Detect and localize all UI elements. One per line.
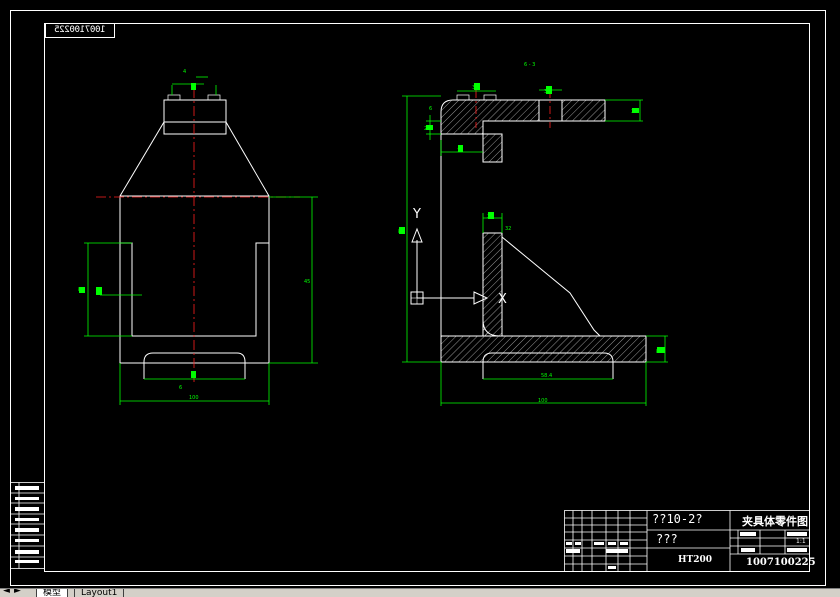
dim-text: 6 - 3 xyxy=(524,62,535,68)
title-block-label xyxy=(620,542,628,545)
front-view-dimensions xyxy=(84,76,318,405)
title-block-label xyxy=(566,542,572,545)
title-block xyxy=(564,510,810,572)
title-block-label xyxy=(787,532,807,536)
drawing-number: 1007100225 xyxy=(746,557,816,568)
side-view xyxy=(440,94,647,379)
revision-label xyxy=(15,550,39,554)
title-block-label xyxy=(606,549,628,553)
revision-label xyxy=(15,539,39,542)
dim-marker xyxy=(399,227,405,234)
dim-text: 6 xyxy=(429,106,432,112)
part-name: 夹具体零件图 xyxy=(742,515,808,528)
dim-text: 30 xyxy=(544,89,550,95)
tab-model[interactable]: 模型 xyxy=(36,589,69,597)
dim-text: 25 xyxy=(487,214,493,220)
dim-marker xyxy=(96,287,102,295)
dim-marker xyxy=(488,212,494,219)
dim-marker xyxy=(546,86,552,94)
drawing-frame xyxy=(44,23,810,572)
revision-block xyxy=(10,482,45,569)
revision-label xyxy=(15,507,39,511)
front-view-centerlines xyxy=(96,88,300,382)
dim-marker xyxy=(79,287,85,293)
side-view-dimensions xyxy=(402,89,668,406)
dim-marker xyxy=(191,83,196,90)
dim-marker xyxy=(458,145,463,152)
drawing-code: ??10-2? xyxy=(652,512,703,526)
title-block-label xyxy=(575,542,581,545)
dim-text: 34 xyxy=(631,109,637,115)
material: HT200 xyxy=(678,555,712,565)
dim-text: 32 xyxy=(505,226,511,232)
revision-label xyxy=(15,518,39,521)
dim-marker xyxy=(474,83,480,90)
title-block-label xyxy=(608,542,616,545)
side-view-centerlines xyxy=(475,90,551,128)
scale: 1:1 xyxy=(796,538,806,545)
dim-text: 10 xyxy=(457,148,463,154)
dim-text: 45 xyxy=(304,279,310,285)
ucs-x-label: X xyxy=(498,292,507,307)
dim-text: 6 xyxy=(179,385,182,391)
revision-label xyxy=(15,560,39,563)
title-block-label xyxy=(741,548,755,552)
dim-text: 4 xyxy=(183,69,186,75)
tab-scroll-left-icon[interactable]: ◄ xyxy=(3,588,10,596)
paper-border xyxy=(10,10,826,586)
revision-label xyxy=(15,486,39,490)
tab-layout1[interactable]: Layout1 xyxy=(74,589,125,597)
revision-label xyxy=(15,497,39,500)
dim-text: 80 xyxy=(656,349,662,355)
dim-marker xyxy=(191,371,196,378)
dim-marker xyxy=(657,347,665,353)
dim-text: 82 xyxy=(78,287,84,293)
layout-tab-bar: ◄ ► 模型 Layout1 xyxy=(0,588,840,597)
dim-text: 30 xyxy=(472,85,478,91)
dim-text: 58.4 xyxy=(541,373,552,379)
dim-text: 26 xyxy=(424,126,430,132)
front-view xyxy=(119,94,270,379)
designer-name: ??? xyxy=(656,532,678,546)
ucs-icon xyxy=(410,227,489,305)
dim-marker xyxy=(632,108,639,113)
title-block-label xyxy=(787,548,807,552)
dim-text: 82 xyxy=(398,229,404,235)
tab-scroll-right-icon[interactable]: ► xyxy=(14,588,21,596)
ucs-y-label: Y xyxy=(412,207,421,222)
title-block-label xyxy=(594,542,604,545)
title-block-label xyxy=(740,532,756,536)
title-block-label xyxy=(608,566,616,569)
drawing-number-stamp: 1007100225 xyxy=(45,23,115,38)
dim-text: 100 xyxy=(189,395,199,401)
revision-label xyxy=(15,528,39,532)
dim-text: 100 xyxy=(538,398,548,404)
dim-marker xyxy=(426,125,433,130)
title-block-label xyxy=(566,549,580,553)
